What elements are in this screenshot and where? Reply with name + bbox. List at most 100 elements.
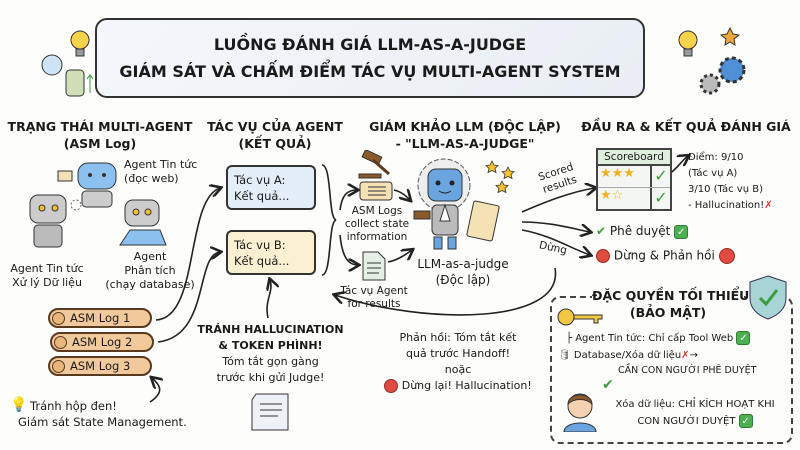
judge-robot-icon <box>413 158 515 250</box>
log-scroll-icon <box>359 181 393 201</box>
check-box-icon: ✓ <box>736 331 751 345</box>
cross-icon: ✗ <box>764 200 773 211</box>
title-banner: LUỒNG ĐÁNH GIÁ LLM-AS-A-JUDGE GIÁM SÁT V… <box>95 18 645 98</box>
note-line-2: Giám sát State Management. <box>18 415 187 429</box>
note-line-1: Tránh hộp đen! <box>30 399 117 413</box>
robot-news-web-icon <box>57 162 117 208</box>
tasks-heading: TÁC VỤ CỦA AGENT (KẾT QUẢ) <box>200 118 350 152</box>
stop-sign-icon <box>718 248 735 264</box>
title-line-1: LUỒNG ĐÁNH GIÁ LLM-AS-A-JUDGE <box>213 35 527 54</box>
asm-log-2: ASM Log 2 <box>72 335 133 349</box>
stop-icon <box>384 379 399 393</box>
warning-line: TRÁNH HALLUCINATION <box>197 323 344 336</box>
feedback-line: Phản hồi: Tóm tắt kết <box>399 331 517 344</box>
arrow-feedback-loop <box>335 267 557 316</box>
feedback-line: Dừng lại! Hallucination! <box>401 379 532 392</box>
document-icon <box>362 251 386 281</box>
agent-news-web-label: Agent Tin tức(đọc web) <box>124 158 220 186</box>
privilege-database: 🛢 Database/Xóa dữ liệu✗→ <box>558 350 698 361</box>
label-line: information <box>346 231 408 243</box>
gavel-icon <box>358 150 390 179</box>
log-end-icon <box>52 359 65 373</box>
stop-label: Dừng & Phản hồi <box>613 248 715 263</box>
robot-analysis-icon <box>119 199 167 246</box>
shield-icon <box>749 275 787 320</box>
label-line: (Độc lập) <box>435 273 491 287</box>
label-line: CẦN CON NGƯỜI <box>618 365 700 376</box>
check-icon: ✓ <box>650 188 670 210</box>
lightbulb-database-icon <box>41 30 94 97</box>
check-icon: ✓ <box>650 166 670 187</box>
log-end-icon <box>52 311 65 325</box>
database-icon: 🛢 <box>558 350 571 361</box>
judge-heading-line-1: GIÁM KHẢO LLM (ĐỘC LẬP) <box>369 119 561 134</box>
label-line: for results <box>347 298 401 310</box>
scoreboard: Scoreboard ★★★✓ ★☆✓ <box>596 148 672 211</box>
task-a-result: Kết quả... <box>234 189 290 203</box>
tasks-heading-line-1: TÁC VỤ CỦA AGENT <box>207 119 343 134</box>
approve-outcome: ✔ Phê duyệt ✓ <box>596 224 689 239</box>
arrow-log2-task-b <box>157 252 220 343</box>
label-line: Agent <box>133 250 167 263</box>
arrow-brace-doc <box>339 234 358 265</box>
robot-agents-icon <box>29 162 117 248</box>
state-heading-line-1: TRẠNG THÁI MULTI-AGENT <box>7 119 193 134</box>
robot-data-icon <box>29 194 82 248</box>
score-line: - Hallucination! <box>688 200 765 211</box>
scoreboard-row: ★★★ ✓ <box>598 166 670 188</box>
label-line: collect state <box>344 218 410 230</box>
cross-icon: ✗ <box>681 350 690 361</box>
task-brace <box>321 164 337 276</box>
label-line: Agent Tin tức <box>10 262 84 275</box>
task-a-card: Tác vụ A:Kết quả... <box>226 165 316 210</box>
title-line-2: GIÁM SÁT VÀ CHẤM ĐIỂM TÁC VỤ MULTI-AGENT… <box>119 62 621 81</box>
database-rule: Database/Xóa dữ liệu <box>573 350 682 361</box>
label-line: Agent Tin tức <box>124 158 198 171</box>
tasks-heading-line-2: (KẾT QUẢ) <box>238 136 312 151</box>
key-icon <box>557 308 603 326</box>
blackbox-note: Tránh hộp đen! Giám sát State Management… <box>10 398 215 430</box>
judge-heading-line-2: - "LLM-AS-A-JUDGE" <box>395 136 535 151</box>
score-line: (Tác vụ A) <box>688 168 738 179</box>
label-line: Tác vụ Agent <box>340 285 408 297</box>
task-b-result: Kết quả... <box>234 254 290 268</box>
scoreboard-title: Scoreboard <box>598 150 670 166</box>
arrow-note-logs <box>150 378 160 403</box>
lightbulb-gears-icon <box>678 26 746 95</box>
judge-heading: GIÁM KHẢO LLM (ĐỘC LẬP) - "LLM-AS-A-JUDG… <box>360 118 570 152</box>
task-b-card: Tác vụ B:Kết quả... <box>226 230 316 275</box>
label-line: (chạy database) <box>105 278 195 291</box>
warning-line: & TOKEN PHÌNH! <box>218 339 323 352</box>
rule-line: CON NGƯỜI DUYỆT <box>637 416 736 427</box>
check-icon: ✔ <box>596 224 607 238</box>
score-line: 3/10 (Tác vụ B) <box>688 184 763 195</box>
delete-data-rule: Xóa dữ liệu: CHỈ KÍCH HOẠT KHI CON NGƯỜI… <box>598 396 792 430</box>
star-rating-3: ★★★ <box>600 166 635 181</box>
needs-human-approval: CẦN CON NGƯỜI PHÊ DUYỆT <box>618 364 756 377</box>
check-box-icon: ✓ <box>674 224 689 239</box>
lightbulb-icon: 💡 <box>10 397 28 413</box>
asm-log-2-pill: ASM Log 2 <box>50 332 154 352</box>
arrow-warning-task-b <box>267 280 271 319</box>
privilege-news-agent: ├ Agent Tin tức: Chỉ cấp Tool Web ✓ <box>566 331 751 345</box>
warning-line: Tóm tắt gọn gàng <box>222 355 319 368</box>
stop-outcome: Dừng & Phản hồi <box>596 248 735 264</box>
arrow-logs-judge <box>393 190 410 200</box>
label-line: (đọc web) <box>124 172 179 185</box>
asm-log-1-pill: ASM Log 1 <box>48 308 152 328</box>
feedback-line: noặc <box>444 363 472 376</box>
label-line: ASM Logs <box>351 205 403 217</box>
arrow-judge-scoreboard <box>521 188 595 213</box>
state-heading: TRẠNG THÁI MULTI-AGENT (ASM Log) <box>3 118 197 152</box>
asm-log-3-pill: ASM Log 3 <box>48 356 152 376</box>
privilege-heading-line-2: (BẢO MẬT) <box>629 305 707 320</box>
check-icon: ✔ <box>602 377 614 393</box>
label-line: Xử lý Dữ liệu <box>12 276 82 289</box>
label-line: PHÊ DUYỆT <box>702 365 757 376</box>
label-line: LLM-as-a-judge <box>417 257 509 271</box>
